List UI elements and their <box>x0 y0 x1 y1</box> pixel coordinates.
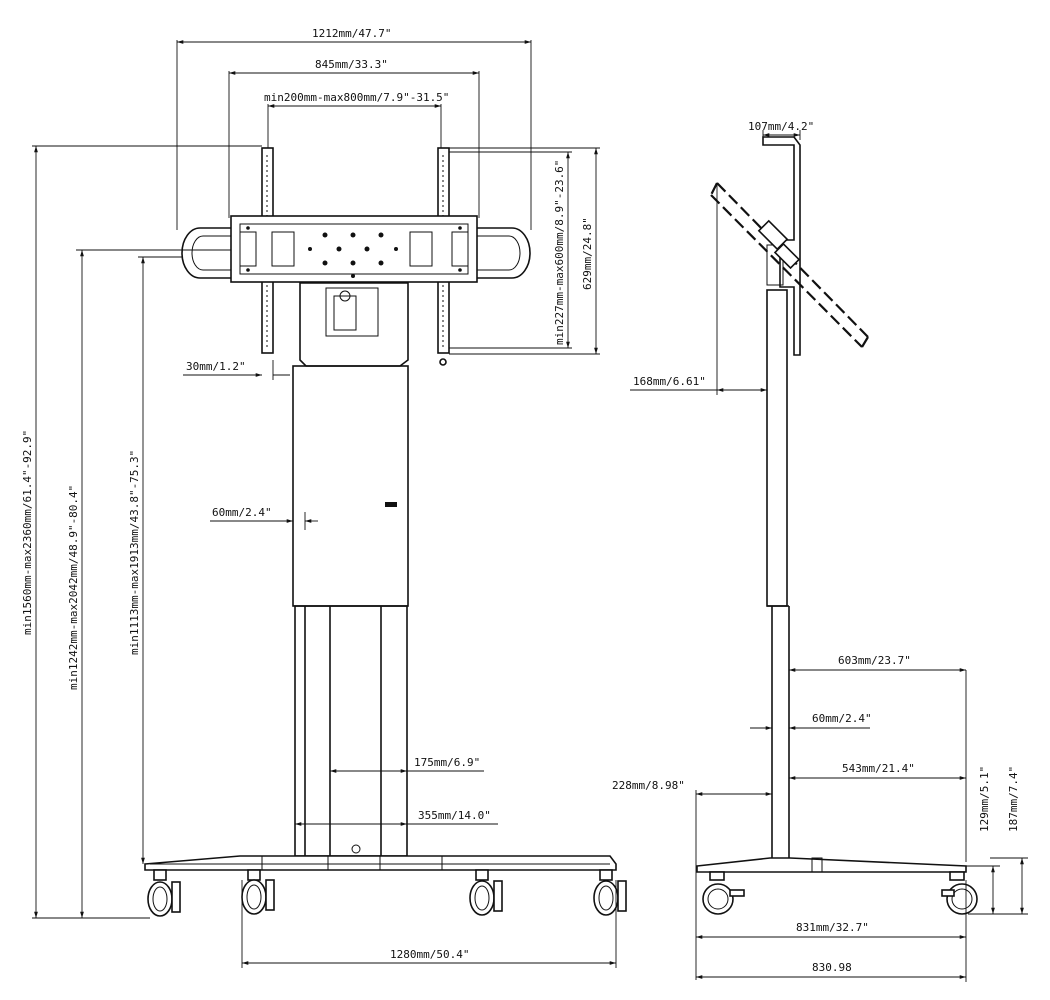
vesa-holes <box>246 226 462 278</box>
label-column-width: 60mm/2.4" <box>812 712 872 725</box>
label-base-width: 1280mm/50.4" <box>390 948 469 961</box>
label-height-total: min1560mm-max2360mm/61.4"-92.9" <box>21 430 34 635</box>
mount-plate <box>230 215 478 283</box>
caster-front-2 <box>241 869 275 915</box>
label-leg-gap-inner: 175mm/6.9" <box>414 756 480 769</box>
label-vesa-horizontal: min200mm-max800mm/7.9"-31.5" <box>264 91 449 104</box>
label-vesa-vertical: min227mm-max600mm/8.9"-23.6" <box>553 160 566 345</box>
label-bracket-height: 629mm/24.8" <box>581 217 594 290</box>
label-rear-leg: 228mm/8.98" <box>612 779 685 792</box>
caster-front-3 <box>469 869 503 916</box>
label-tilt-offset: 168mm/6.61" <box>633 375 706 388</box>
label-height-center: min1242mm-max2042mm/48.9"-80.4" <box>67 485 80 690</box>
label-base-height: 129mm/5.1" <box>978 766 991 832</box>
handle-bar <box>181 227 531 279</box>
label-frame-width: 845mm/33.3" <box>315 58 388 71</box>
side-base-frame <box>696 857 967 873</box>
label-front-leg: 543mm/21.4" <box>842 762 915 775</box>
column-upper <box>292 365 409 607</box>
side-caster-front <box>941 871 978 915</box>
side-caster-rear <box>702 871 745 915</box>
control-button <box>385 502 397 507</box>
label-wheel-height: 187mm/7.4" <box>1007 766 1020 832</box>
label-front-reach: 603mm/23.7" <box>838 654 911 667</box>
label-height-handle: min1113mm-max1913mm/43.8"-75.3" <box>128 450 141 655</box>
caster-front-4 <box>593 869 627 916</box>
label-base-depth: 831mm/32.7" <box>796 921 869 934</box>
label-total-width: 1212mm/47.7" <box>312 27 391 40</box>
label-total-depth: 830.98 <box>812 961 852 974</box>
display-tilted <box>710 182 869 348</box>
label-bracket-depth: 30mm/1.2" <box>186 360 246 373</box>
label-column-offset: 60mm/2.4" <box>212 506 272 519</box>
caster-front-1 <box>147 869 181 917</box>
front-view: 1212mm/47.7" 845mm/33.3" min200mm-max800… <box>21 27 627 968</box>
side-column-upper <box>766 289 788 607</box>
lift-housing <box>299 282 409 367</box>
label-top-depth: 107mm/4.2" <box>748 120 814 133</box>
column-lower <box>294 605 408 857</box>
side-view: 107mm/4.2" 168mm/6.61" 603mm/23.7" <box>612 120 1028 982</box>
label-leg-gap-outer: 355mm/14.0" <box>418 809 491 822</box>
